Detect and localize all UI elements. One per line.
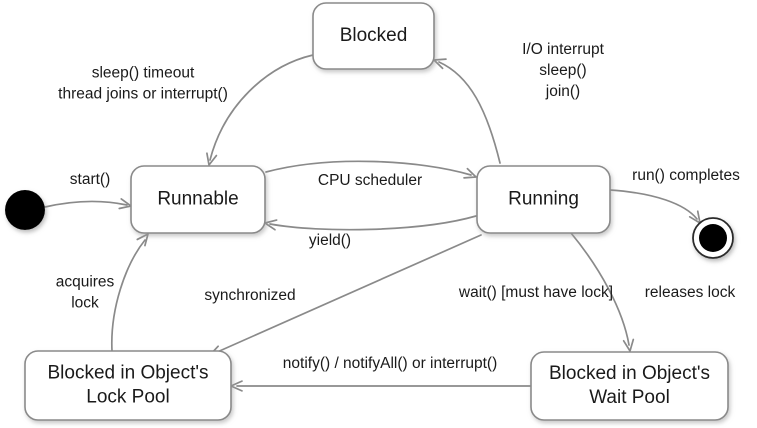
transition-label-blocked_to_runnable: sleep() timeout xyxy=(92,65,195,82)
arrowhead-blocked_to_runnable xyxy=(206,152,218,166)
transition-label-run_completes: run() completes xyxy=(632,167,740,184)
state-label-blocked: Blocked xyxy=(340,25,408,46)
transition-line-cpu_scheduler xyxy=(265,160,472,176)
transition-line-synchronized xyxy=(214,234,482,354)
state-box-lock_pool xyxy=(24,350,232,421)
state-node-wait_pool[interactable] xyxy=(530,351,729,421)
state-box-wait_pool xyxy=(530,351,729,421)
transition-line-acquires_lock xyxy=(111,239,146,352)
state-node-lock_pool[interactable] xyxy=(24,350,232,421)
state-box-blocked xyxy=(312,2,435,70)
arrowhead-cpu_scheduler xyxy=(463,167,477,179)
transition-label-running_to_blocked: sleep() xyxy=(539,62,586,79)
transition-label-cpu_scheduler: CPU scheduler xyxy=(318,172,422,189)
transition-labels-layer: start() sleep() timeout thread joins or in… xyxy=(56,41,740,372)
transition-label-running_to_blocked: join() xyxy=(545,83,580,100)
transition-label-synchronized: synchronized xyxy=(204,287,295,304)
transition-line-yield xyxy=(269,215,477,231)
transition-wait[interactable] xyxy=(570,232,635,352)
state-label-wait_pool: Wait Pool xyxy=(589,387,670,408)
transition-yield[interactable] xyxy=(264,215,477,231)
transition-label-running_to_blocked: I/O interrupt xyxy=(522,41,605,58)
state-label-wait_pool: Blocked in Object's xyxy=(549,363,710,384)
transition-line-running_to_blocked xyxy=(438,61,501,164)
transition-label-notify: notify() / notifyAll() or interrupt() xyxy=(283,355,497,372)
transition-line-start xyxy=(44,200,128,208)
state-label-runnable: Runnable xyxy=(157,189,238,210)
transition-label-acquires_lock: lock xyxy=(71,295,99,312)
transition-label-acquires_lock: acquires xyxy=(56,274,115,291)
arrowhead-acquires_lock xyxy=(136,233,149,247)
transition-notify[interactable] xyxy=(230,380,532,392)
state-label-lock_pool: Lock Pool xyxy=(86,387,169,408)
state-node-blocked[interactable] xyxy=(312,2,435,70)
state-box-running xyxy=(476,165,611,234)
transition-blocked_to_runnable[interactable] xyxy=(206,54,314,166)
transitions-layer xyxy=(44,54,701,392)
arrowhead-wait xyxy=(622,338,635,352)
state-box-runnable xyxy=(130,165,266,234)
transition-line-blocked_to_runnable xyxy=(209,54,314,161)
transition-start[interactable] xyxy=(44,198,132,210)
state-node-runnable[interactable] xyxy=(130,165,266,234)
transition-line-run_completes xyxy=(609,189,698,220)
final-state-dot xyxy=(699,224,727,252)
transition-label-start: start() xyxy=(70,171,110,188)
transition-run_completes[interactable] xyxy=(609,189,701,224)
state-label-running: Running xyxy=(508,189,579,210)
final-state[interactable] xyxy=(692,217,734,259)
states-layer xyxy=(5,2,734,421)
transition-label-wait: releases lock xyxy=(645,284,736,301)
state-label-lock_pool: Blocked in Object's xyxy=(48,363,209,384)
transition-running_to_blocked[interactable] xyxy=(433,58,501,164)
transition-line-wait xyxy=(570,232,630,346)
transition-label-wait: wait() [must have lock] xyxy=(458,284,613,301)
transition-label-blocked_to_runnable: thread joins or interrupt() xyxy=(58,86,228,103)
state-node-running[interactable] xyxy=(476,165,611,234)
transition-label-yield: yield() xyxy=(309,232,351,249)
initial-state-dot xyxy=(5,190,45,230)
transition-acquires_lock[interactable] xyxy=(111,233,149,352)
initial-state[interactable] xyxy=(5,190,45,230)
transition-cpu_scheduler[interactable] xyxy=(265,160,477,179)
